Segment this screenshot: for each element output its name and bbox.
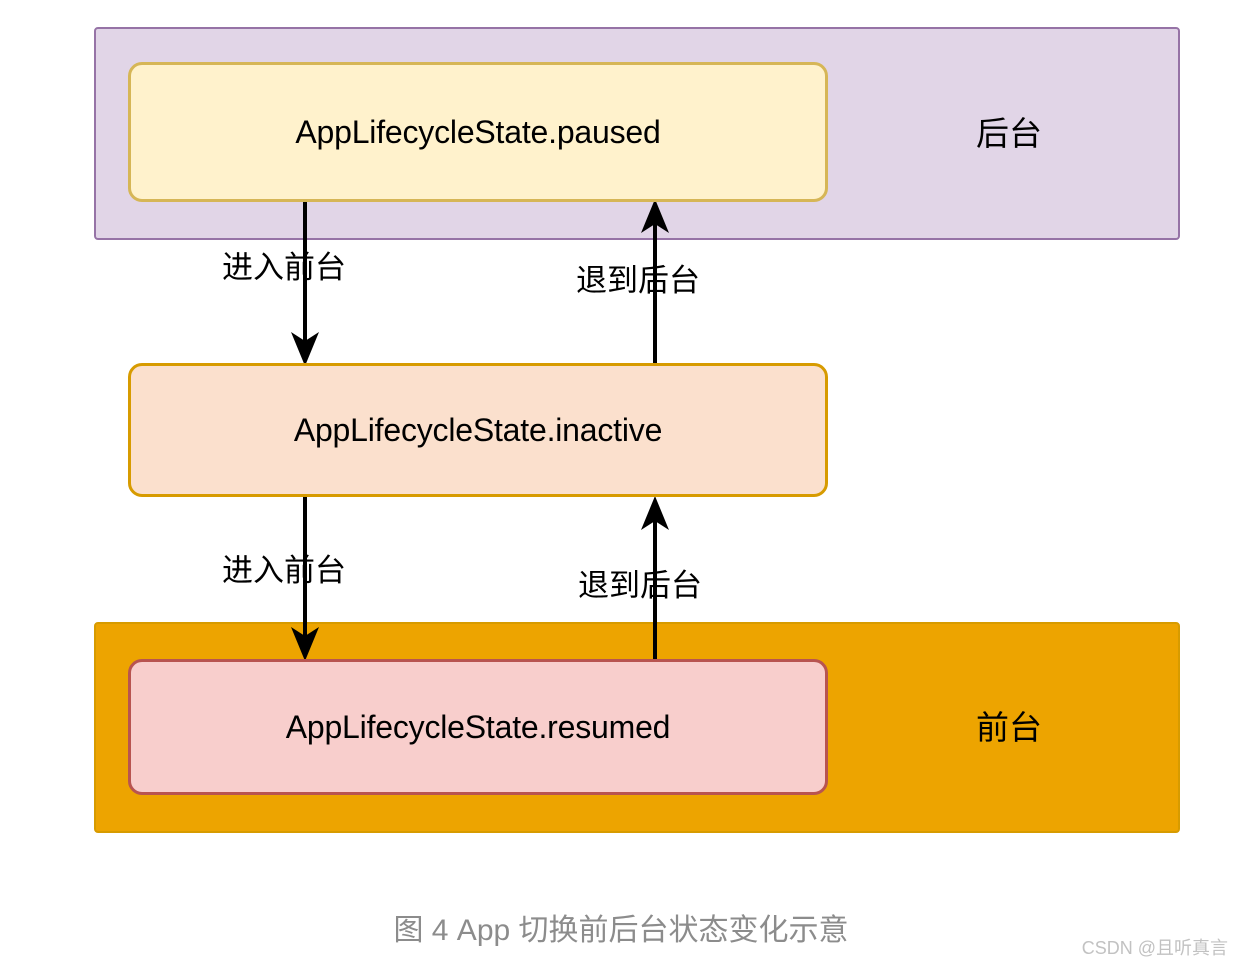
state-node-paused-label: AppLifecycleState.paused (295, 113, 661, 150)
edge-label-paused-to-inactive: 进入前台 (222, 250, 346, 285)
edge-label-resumed-to-inactive: 退到后台 (578, 568, 702, 603)
state-node-paused[interactable]: AppLifecycleState.paused (128, 62, 828, 202)
state-node-resumed[interactable]: AppLifecycleState.resumed (128, 659, 828, 795)
watermark: CSDN @且听真言 (1081, 938, 1228, 958)
edge-label-inactive-to-paused: 退到后台 (576, 263, 700, 298)
edge-label-inactive-to-resumed: 进入前台 (222, 553, 346, 588)
state-node-inactive[interactable]: AppLifecycleState.inactive (128, 363, 828, 497)
state-node-inactive-label: AppLifecycleState.inactive (293, 411, 663, 448)
figure-caption: 图 4 App 切换前后台状态变化示意 (393, 914, 849, 947)
lane-label-background: 后台 (976, 115, 1042, 152)
state-node-resumed-label: AppLifecycleState.resumed (285, 708, 671, 745)
lane-label-foreground: 前台 (976, 709, 1042, 746)
